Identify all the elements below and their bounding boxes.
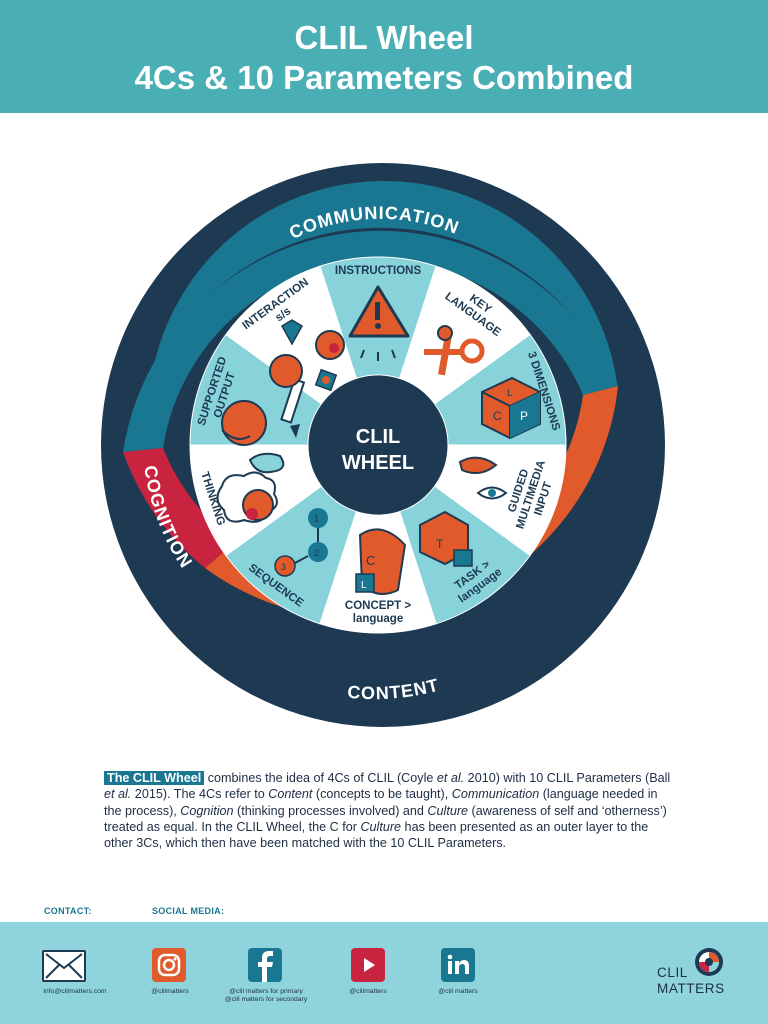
speaking-head-icon	[221, 400, 285, 474]
description-text: combines the idea of 4Cs of CLIL (Coyle	[204, 771, 437, 785]
page-subtitle: 4Cs & 10 Parameters Combined	[134, 59, 634, 96]
instagram-handle[interactable]: @clilmatters	[151, 988, 189, 995]
description-text: 2015). The 4Cs refer to	[131, 787, 269, 802]
youtube-icon[interactable]	[351, 948, 385, 982]
facebook-handle-primary[interactable]: @clil matters for primary	[229, 988, 303, 995]
parameter-label-line: CONCEPT >	[345, 600, 411, 612]
brand-name: CLIL MATTERS	[657, 965, 725, 997]
svg-text:C: C	[366, 553, 375, 568]
description-text: 2010) with 10 CLIL Parameters (Ball	[464, 771, 671, 785]
linkedin-icon[interactable]	[441, 948, 475, 982]
description-italic: Culture	[360, 819, 402, 834]
youtube-handle[interactable]: @clilmatters	[349, 988, 387, 995]
svg-text:L: L	[507, 388, 513, 399]
culture-label: CULTURE	[331, 125, 428, 151]
social-media-label: SOCIAL MEDIA:	[152, 906, 225, 916]
description-text: (thinking processes involved) and	[233, 803, 428, 818]
warning-icon	[348, 285, 410, 361]
communication-band	[130, 180, 618, 452]
svg-text:T: T	[436, 537, 444, 551]
linkedin-handle[interactable]: @clil matters	[438, 988, 478, 995]
svg-text:C: C	[493, 409, 502, 423]
footer: info@clilmatters.com @clilmatters @clil …	[0, 922, 768, 1024]
description-text: (language needed in the process),	[104, 787, 658, 818]
sequence-icon: 1 2 3	[274, 508, 328, 577]
description-text: has been presented as an outer layer to …	[104, 819, 649, 851]
clil-wheel: C P L T C L 1 2 3	[101, 125, 665, 727]
svg-text:2: 2	[314, 548, 319, 558]
email-icon[interactable]	[42, 950, 86, 982]
description-italic: et al.	[104, 787, 132, 802]
contact-label: CONTACT:	[44, 906, 92, 916]
parameter-label: CONCEPT >language	[345, 600, 411, 625]
brand-name-line2: MATTERS	[657, 981, 725, 996]
cube-icon: C P L	[481, 376, 541, 440]
hub-label-line1: CLIL	[356, 426, 400, 448]
hub-label-line2: WHEEL	[342, 452, 414, 474]
page-title: CLIL Wheel	[294, 19, 474, 56]
parameter-label-line: language	[353, 613, 403, 625]
key-icon	[424, 325, 485, 376]
description-italic: et al.	[436, 771, 465, 785]
clil-matters-logo	[693, 946, 725, 978]
facebook-handle-secondary[interactable]: @clil matters for secondary	[224, 996, 308, 1003]
svg-text:L: L	[361, 580, 367, 591]
svg-text:P: P	[520, 409, 528, 423]
communication-band-main	[123, 230, 618, 452]
email-address[interactable]: info@clilmatters.com	[43, 988, 107, 995]
concept-cube-icon: C L	[355, 528, 407, 595]
svg-text:1: 1	[314, 514, 319, 524]
brand-name-line1: CLIL	[657, 965, 688, 980]
task-cube-icon: T	[419, 510, 473, 567]
header-banner: CLIL Wheel 4Cs & 10 Parameters Combined	[0, 0, 768, 113]
wheel-hub	[312, 379, 444, 511]
facebook-handles[interactable]: @clil matters for primary @clil matters …	[208, 988, 324, 1004]
description-italic: Content	[268, 787, 313, 802]
facebook-icon[interactable]	[248, 948, 282, 982]
description-paragraph: The CLIL Wheel combines the idea of 4Cs …	[104, 770, 674, 851]
svg-text:3: 3	[281, 562, 286, 572]
description-italic: Cognition	[180, 803, 234, 818]
parameter-label: INSTRUCTIONS	[335, 265, 422, 277]
instagram-icon[interactable]	[152, 948, 186, 982]
description-text: (concepts to be taught),	[312, 787, 452, 802]
cognition-band	[123, 448, 235, 568]
description-highlight: The CLIL Wheel	[104, 771, 205, 785]
description-italic: Culture	[427, 803, 469, 818]
parameter-label-line: INSTRUCTIONS	[335, 265, 422, 277]
interaction-icon	[269, 319, 345, 392]
thinking-head-icon	[216, 471, 278, 523]
description-italic: Communication	[451, 787, 540, 802]
svg-text:CULTURE: CULTURE	[331, 125, 429, 151]
description-text: (awareness of self and ‘otherness’) trea…	[104, 803, 667, 834]
eye-ear-icon	[458, 456, 508, 500]
